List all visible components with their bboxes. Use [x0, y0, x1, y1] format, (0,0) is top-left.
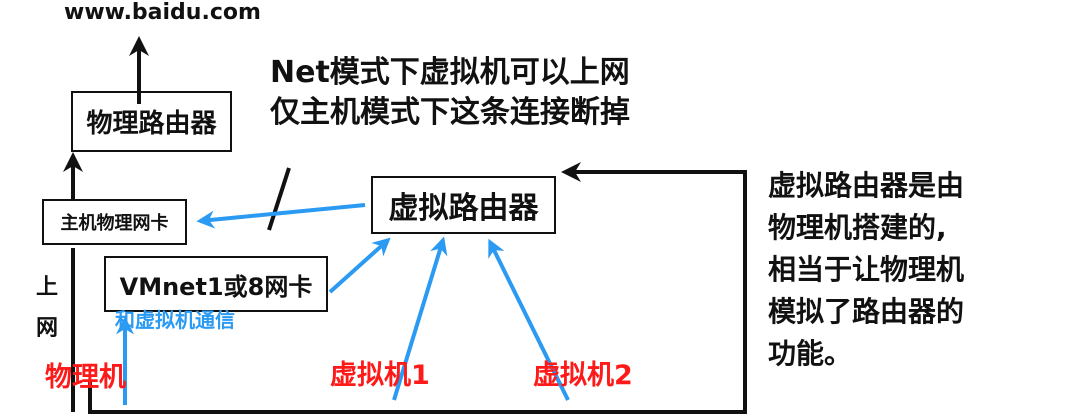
physical-router-box: 物理路由器	[71, 91, 232, 152]
host-only-note: 仅主机模式下这条连接断掉	[270, 95, 630, 130]
internet-url: www.baidu.com	[64, 0, 261, 25]
vm2-label: 虚拟机2	[533, 360, 633, 391]
note-line: 模拟了路由器的	[768, 295, 965, 328]
note-line: 功能。	[768, 337, 853, 370]
internet-label-1: 上	[36, 275, 59, 300]
internet-label-2: 网	[36, 316, 59, 341]
vrouter-to-hostnic-arrow	[196, 203, 366, 229]
vm1-label: 虚拟机1	[330, 360, 430, 391]
note-line: 虚拟路由器是由	[768, 169, 965, 202]
cut-mark	[267, 167, 291, 231]
vm2-to-vrouter-arrow	[488, 238, 570, 401]
vm-communication-label: 和虚拟机通信	[115, 308, 235, 332]
nat-mode-note: Net模式下虚拟机可以上网	[270, 55, 630, 90]
note-line: 物理机搭建的,	[768, 211, 947, 244]
machine-builds-router-line	[88, 162, 747, 414]
host-nic-box: 主机物理网卡	[42, 199, 187, 245]
vmnet-to-vrouter-arrow	[328, 237, 391, 294]
note-line: 相当于让物理机	[768, 253, 965, 286]
vmnet-nic-box: VMnet1或8网卡	[104, 256, 328, 312]
vm1-to-vrouter-arrow	[392, 236, 448, 401]
physical-machine-label: 物理机	[45, 362, 126, 393]
virtual-router-box: 虚拟路由器	[371, 176, 556, 234]
